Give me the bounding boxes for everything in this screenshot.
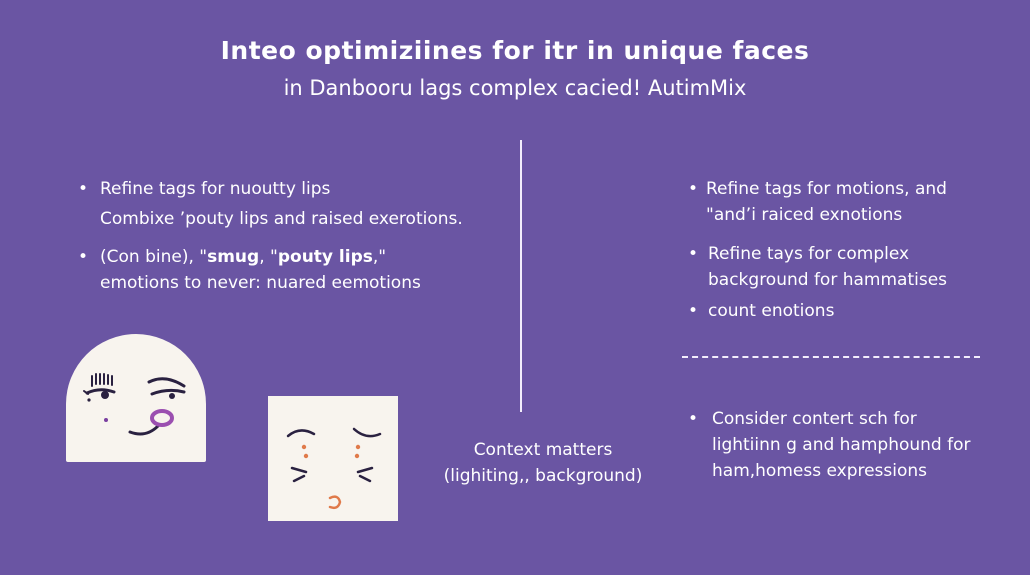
bullet-dot: • [688, 301, 699, 321]
bullet-dot: • [78, 247, 89, 267]
vertical-divider [520, 140, 522, 412]
left-bullet-1-continuation: Combixe ’pouty lips and raised exerotion… [100, 209, 463, 229]
page-subtitle: in Danbooru lags complex cacied! AutimMi… [283, 76, 747, 100]
smug-tag: smug [207, 247, 260, 267]
bullet-dot: • [688, 179, 699, 199]
caption-line-2: (lighiting,, background) [443, 466, 643, 486]
bullet-dot: • [688, 244, 699, 264]
right-bullet-1: Refine tags for motions, and [706, 179, 947, 199]
right-bullet-4: Consider contert sch for [712, 409, 917, 429]
right-bullet-4-continuation-1: lightiinn g and hamphound for [712, 435, 971, 455]
left-bullet-1: Refine tags for nuoutty lips [100, 179, 331, 199]
sad-face-illustration [268, 396, 398, 521]
right-bullet-4-continuation-2: ham,homess expressions [712, 461, 928, 481]
dashed-divider [682, 356, 980, 358]
right-bullet-1-continuation: "and’i raiced exnotions [706, 205, 903, 225]
smug-face-icon [83, 373, 186, 436]
sad-face-icon [286, 427, 382, 510]
caption-line-1: Context matters [473, 440, 613, 460]
context-caption: Context matters (lighiting,, background) [432, 437, 654, 489]
right-bullet-2: Refine tays for complex [708, 244, 910, 264]
bullet-dot: • [688, 409, 699, 429]
right-bullet-2-continuation: background for hammatises [708, 270, 948, 290]
left-bullet-2: (Con bine), "smug, "pouty lips," [100, 247, 387, 267]
pouty-lips-tag: pouty lips [277, 247, 373, 267]
smug-face-illustration [66, 334, 206, 462]
right-bullet-3: count enotions [708, 301, 835, 321]
bullet-dot: • [78, 179, 89, 199]
page-title: Inteo optimiziines for itr in unique fac… [220, 36, 810, 65]
left-bullet-2-continuation: emotions to never: nuared eemotions [100, 273, 421, 293]
